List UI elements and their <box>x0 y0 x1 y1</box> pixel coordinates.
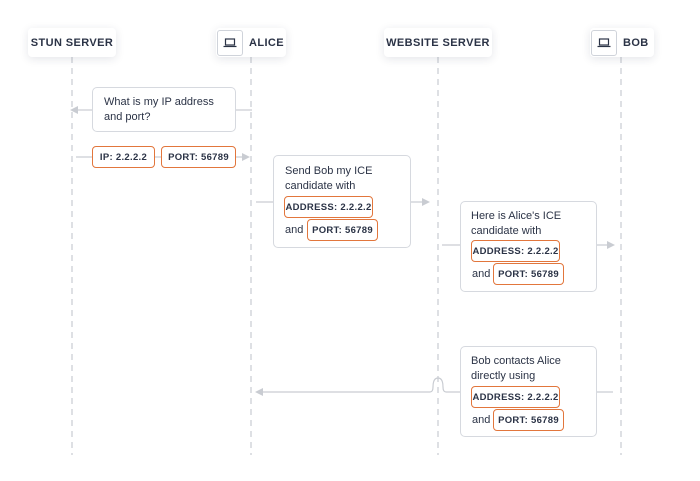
and-label: and <box>285 224 304 236</box>
laptop-icon <box>217 30 243 56</box>
message-text: What is my IP address <box>104 96 214 108</box>
arrowhead-right <box>422 198 430 206</box>
arrowhead-left <box>70 106 78 114</box>
laptop-icon <box>591 30 617 56</box>
message-text: Bob contacts Alice <box>471 355 561 367</box>
actor-label: ALICE <box>249 37 284 49</box>
actor-website-server: WEBSITE SERVER <box>384 28 492 57</box>
message-text: Here is Alice's ICE <box>471 210 562 222</box>
and-label: and <box>472 414 491 426</box>
actor-label: WEBSITE SERVER <box>386 36 490 49</box>
ip-pill: IP: 2.2.2.2 <box>92 146 155 168</box>
arrowhead-right <box>607 241 615 249</box>
actor-stun-server: STUN SERVER <box>28 28 116 57</box>
message-text: directly using <box>471 370 536 382</box>
message-ip-request <box>92 87 236 132</box>
arrowhead-right <box>242 153 250 161</box>
port-pill: PORT: 56789 <box>307 219 378 241</box>
message-text: candidate with <box>471 225 542 237</box>
address-pill: ADDRESS: 2.2.2.2 <box>471 386 560 408</box>
port-pill: PORT: 56789 <box>493 409 564 431</box>
port-pill: PORT: 56789 <box>161 146 236 168</box>
address-pill: ADDRESS: 2.2.2.2 <box>284 196 373 218</box>
port-pill: PORT: 56789 <box>493 263 564 285</box>
arrowhead-left <box>255 388 263 396</box>
address-pill: ADDRESS: 2.2.2.2 <box>471 240 560 262</box>
and-label: and <box>472 268 491 280</box>
message-text: Send Bob my ICE <box>285 165 373 177</box>
actor-label: STUN SERVER <box>30 36 114 49</box>
actor-label: BOB <box>623 37 649 49</box>
message-text: candidate with <box>285 180 356 192</box>
message-text: and port? <box>104 111 151 123</box>
